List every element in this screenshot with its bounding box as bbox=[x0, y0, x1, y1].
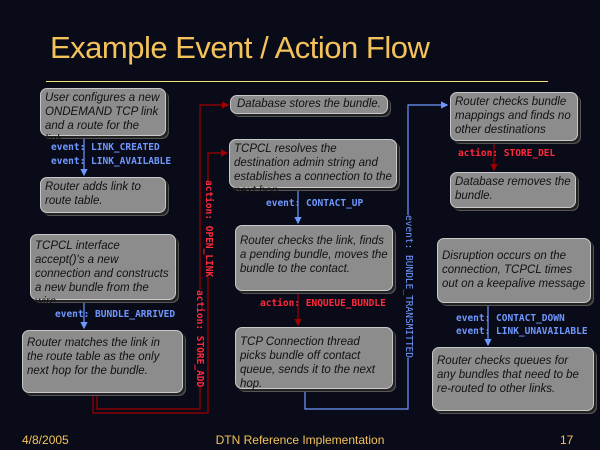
footer-date: 4/8/2005 bbox=[22, 433, 69, 447]
label-store-del: action: STORE_DEL bbox=[458, 148, 556, 159]
box-router-checks-queues: Router checks queues for any bundles tha… bbox=[432, 347, 594, 411]
label-bundle-transmitted: event: BUNDLE_TRANSMITTED bbox=[403, 215, 414, 358]
arrow-bundle-transmitted bbox=[304, 101, 449, 410]
box-tcpcl-accept: TCPCL interface accept()'s a new connect… bbox=[30, 234, 176, 308]
label-contact-up: event: CONTACT_UP bbox=[266, 198, 364, 209]
footer-page-number: 17 bbox=[560, 433, 574, 447]
footer-title: DTN Reference Implementation bbox=[215, 433, 385, 447]
box-router-checks-link: Router checks the link, finds a pending … bbox=[235, 225, 393, 291]
label-enqueue-bundle: action: ENQUEUE_BUNDLE bbox=[260, 298, 386, 309]
box-router-adds-link: Router adds link to route table. bbox=[40, 177, 166, 213]
title-underline bbox=[46, 81, 548, 82]
box-user-configures: User configures a new ONDEMAND TCP link … bbox=[40, 88, 166, 146]
arrow-store-add bbox=[96, 101, 230, 410]
label-contact-down: event: CONTACT_DOWN bbox=[456, 313, 565, 324]
label-link-created: event: LINK_CREATED bbox=[51, 142, 160, 153]
label-link-available: event: LINK_AVAILABLE bbox=[51, 156, 172, 167]
label-link-unavailable: event: LINK_UNAVAILABLE bbox=[456, 326, 588, 337]
box-router-checks-mappings: Router checks bundle mappings and finds … bbox=[450, 92, 578, 141]
box-router-matches: Router matches the link in the route tab… bbox=[22, 330, 183, 393]
label-bundle-arrived: event: BUNDLE_ARRIVED bbox=[55, 309, 176, 320]
box-disruption: Disruption occurs on the connection, TCP… bbox=[437, 238, 591, 303]
label-store-add: action: STORE_ADD bbox=[194, 290, 205, 388]
arrow-open-link bbox=[92, 149, 229, 414]
label-open-link: action: OPEN_LINK bbox=[203, 180, 214, 278]
box-database-removes: Database removes the bundle. bbox=[450, 172, 576, 208]
box-tcpcl-resolves: TCPCL resolves the destination admin str… bbox=[229, 139, 397, 197]
box-tcp-thread: TCP Connection thread picks bundle off c… bbox=[235, 327, 393, 390]
box-database-stores: Database stores the bundle. bbox=[230, 95, 388, 114]
slide-title: Example Event / Action Flow bbox=[50, 30, 430, 65]
